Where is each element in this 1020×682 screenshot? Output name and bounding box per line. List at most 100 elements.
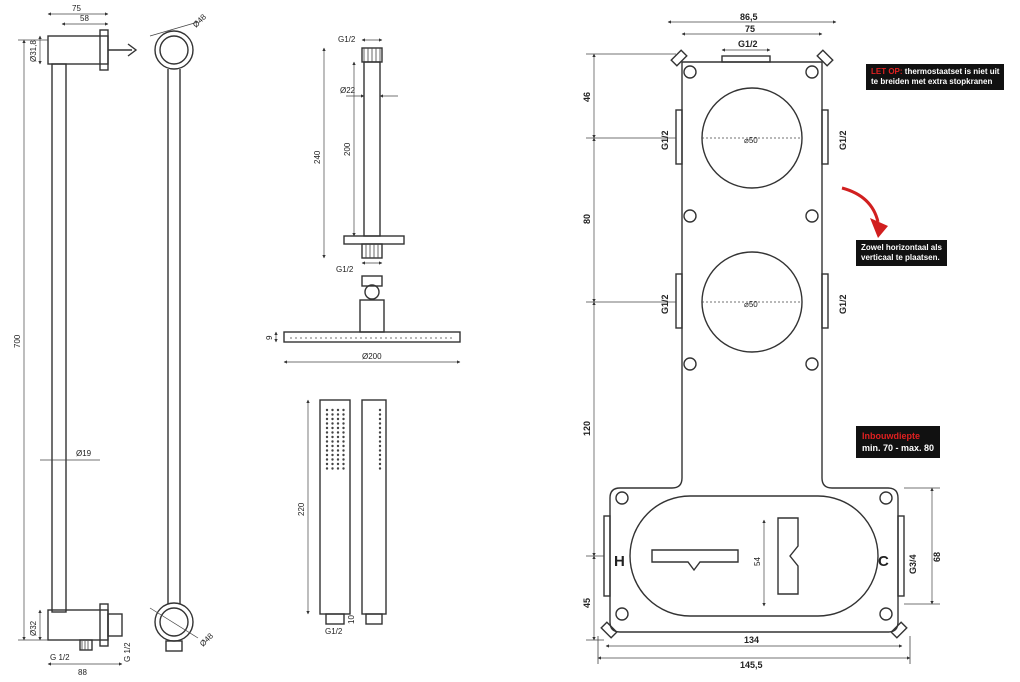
hand-shower-front xyxy=(319,399,351,615)
nozzle-dot xyxy=(342,440,345,443)
nozzle-dot xyxy=(331,431,334,434)
nozzle-dot xyxy=(336,431,340,434)
nozzle-dot xyxy=(336,417,340,421)
nozzle-dot xyxy=(378,453,382,457)
dim-rail-19: Ø19 xyxy=(76,449,92,458)
dim-rail-48-top: Ø48 xyxy=(191,12,208,29)
dim-box-g34: G3/4 xyxy=(908,554,918,574)
nozzle-dot xyxy=(342,431,345,434)
dim-head-200: Ø200 xyxy=(362,352,382,361)
nozzle-dot xyxy=(342,422,345,425)
nozzle-dot xyxy=(342,408,345,412)
dim-hand-220: 220 xyxy=(297,502,306,516)
dim-rail-48-bottom: Ø48 xyxy=(198,631,215,648)
nozzle-dot xyxy=(331,462,334,466)
nozzle-dot xyxy=(325,458,329,461)
dim-box-120: 120 xyxy=(582,421,592,436)
nozzle-dot xyxy=(325,435,329,439)
nozzle-dot xyxy=(325,467,329,470)
nozzle-dot xyxy=(342,417,345,421)
warning-note-line2: te breiden met extra stopkranen xyxy=(871,77,993,86)
dim-rail-31-8: Ø31,8 xyxy=(29,40,38,62)
rail-top-ring xyxy=(154,30,194,70)
nozzle-dot xyxy=(378,444,382,448)
warning-note-prefix: LET OP: xyxy=(871,67,903,76)
nozzle-dot xyxy=(331,453,334,457)
mounting-box-view: ⌀50 ⌀50 54 H C 86,5 75 G1/2 46 80 xyxy=(582,12,942,670)
dim-rail-g12-right: G 1/2 xyxy=(123,642,132,662)
hot-label: H xyxy=(614,553,625,570)
dim-arm-200: 200 xyxy=(343,142,352,156)
shower-head xyxy=(283,331,461,343)
depth-note: Inbouwdiepte min. 70 - max. 80 xyxy=(856,426,941,458)
hand-shower-view: 220 G1/2 10 xyxy=(297,399,387,636)
dim-rail-g12-left: G 1/2 xyxy=(50,653,70,662)
dim-hand-g12: G1/2 xyxy=(325,627,343,636)
dim-rail-88: 88 xyxy=(78,668,87,677)
nozzle-dot xyxy=(336,413,340,416)
nozzle-dot xyxy=(342,444,345,448)
nozzle-dot xyxy=(336,422,340,425)
dim-box-46: 46 xyxy=(582,92,592,102)
top-bracket xyxy=(47,35,109,65)
nozzle-dot xyxy=(331,413,334,416)
nozzle-dot xyxy=(336,458,340,461)
nozzle-dot xyxy=(378,426,382,430)
thermostat-opening xyxy=(629,495,879,617)
nozzle-dot xyxy=(342,435,345,439)
dim-box-68: 68 xyxy=(932,552,942,562)
nozzle-dot xyxy=(378,449,382,452)
dim-arm-g12-top: G1/2 xyxy=(338,35,356,44)
nozzle-dot xyxy=(378,413,382,416)
nozzle-dot xyxy=(336,435,340,439)
dim-box-134: 134 xyxy=(744,635,759,645)
nozzle-dot xyxy=(331,422,334,425)
dim-box-g12-left-1: G1/2 xyxy=(660,130,670,150)
nozzle-dot xyxy=(325,408,329,412)
nozzle-dot xyxy=(325,413,329,416)
dim-arm-g12-bottom: G1/2 xyxy=(336,265,354,274)
nozzle-dot xyxy=(331,426,334,430)
nozzle-dot xyxy=(378,435,382,439)
nozzle-dot xyxy=(325,422,329,425)
dim-box-80: 80 xyxy=(582,214,592,224)
depth-note-title: Inbouwdiepte xyxy=(862,431,920,441)
rail-rod xyxy=(51,63,67,613)
nozzle-dot xyxy=(378,417,382,421)
nozzle-dot xyxy=(325,426,329,430)
nozzle-dot xyxy=(378,462,382,466)
nozzle-dot xyxy=(342,426,345,430)
nozzle-dot xyxy=(342,462,345,466)
dim-hand-10: 10 xyxy=(347,615,356,624)
dim-head-9: 9 xyxy=(265,335,274,340)
nozzle-dot xyxy=(378,431,382,434)
cold-label: C xyxy=(878,553,889,570)
dim-rail-75: 75 xyxy=(72,4,81,13)
nozzle-dot xyxy=(325,440,329,443)
orientation-note: Zowel horizontaal als verticaal te plaat… xyxy=(856,240,947,266)
dim-box-g12-right-1: G1/2 xyxy=(838,130,848,150)
nozzle-dot xyxy=(336,426,340,430)
nozzle-dot xyxy=(336,467,340,470)
nozzle-dot xyxy=(325,453,329,457)
box-outline xyxy=(609,61,899,633)
dim-arm-240: 240 xyxy=(313,150,322,164)
dim-box-45: 45 xyxy=(582,598,592,608)
nozzle-dot xyxy=(342,458,345,461)
nozzle-dot xyxy=(331,417,334,421)
orientation-arrow xyxy=(841,186,880,223)
orientation-note-line2: verticaal te plaatsen. xyxy=(861,253,940,262)
shower-arm-view: G1/2 Ø22 200 240 G1/2 9 Ø200 xyxy=(265,35,461,364)
nozzle-dot xyxy=(331,408,334,412)
depth-note-text: min. 70 - max. 80 xyxy=(862,443,935,453)
nozzle-dot xyxy=(378,467,382,470)
dim-rail-700: 700 xyxy=(13,334,22,348)
nozzle-dot xyxy=(331,467,334,470)
orientation-note-line1: Zowel horizontaal als xyxy=(861,243,942,252)
nozzle-dot xyxy=(336,453,340,457)
nozzle-dot xyxy=(336,462,340,466)
shower-arm xyxy=(363,61,381,237)
dim-box-phi50-lower: ⌀50 xyxy=(744,300,758,309)
nozzle-dot xyxy=(336,440,340,443)
